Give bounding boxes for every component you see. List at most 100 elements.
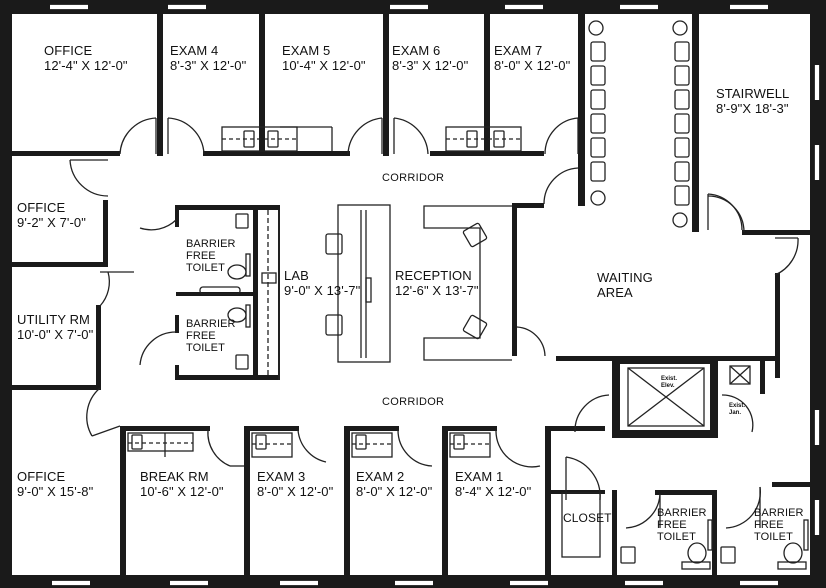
wall: [556, 356, 612, 361]
wall: [430, 151, 544, 156]
wall: [244, 426, 250, 576]
window: [168, 4, 206, 10]
wall: [712, 490, 717, 576]
room-utility: UTILITY RM 10'-0" X 7'-0": [17, 312, 93, 342]
room-dims: 8'-4" X 12'-0": [455, 484, 532, 499]
wall: [442, 426, 497, 431]
wall: [103, 200, 108, 267]
room-name: EXAM 2: [356, 469, 405, 484]
wall: [383, 14, 389, 156]
room-exam-1: EXAM 1 8'-4" X 12'-0": [455, 469, 531, 499]
wall: [175, 365, 179, 380]
wall: [760, 356, 765, 394]
wall: [772, 482, 812, 487]
room-office-w: OFFICE 9'-2" X 7'-0": [17, 200, 86, 230]
room-name: UTILITY RM: [17, 312, 90, 327]
wall: [692, 14, 699, 232]
room-toilet-1: BARRIER FREE TOILET: [186, 238, 236, 274]
wall: [175, 205, 179, 227]
wall: [176, 375, 280, 380]
room-dims: 8'-9"X 18'-3": [716, 101, 789, 116]
wall: [120, 426, 210, 431]
window: [170, 580, 208, 586]
corridor-label-south: CORRIDOR: [382, 396, 445, 408]
wall: [244, 426, 299, 431]
wall: [512, 203, 517, 356]
room-exam-4: EXAM 4 8'-3" X 12'-0": [170, 43, 246, 73]
window: [52, 580, 90, 586]
wall: [512, 203, 544, 208]
room-stairwell: STAIRWELL 8'-9"X 18'-3": [716, 86, 789, 116]
room-office-nw: OFFICE 12'-4" X 12'-0": [44, 43, 128, 73]
wall: [96, 305, 101, 387]
window: [280, 580, 318, 586]
window: [395, 580, 433, 586]
corridor-label-north: CORRIDOR: [382, 172, 445, 184]
room-name: OFFICE: [17, 200, 66, 215]
room-name: OFFICE: [44, 43, 93, 58]
room-dims: 8'-0" X 12'-0": [356, 484, 433, 499]
room-dims: 9'-0" X 13'-7": [284, 283, 361, 298]
room-reception: RECEPTION 12'-6" X 13'-7": [395, 268, 479, 298]
wall: [742, 230, 810, 235]
window: [814, 500, 820, 535]
wall: [655, 490, 715, 495]
wall: [612, 490, 617, 576]
wall: [265, 151, 350, 156]
room-exam-3: EXAM 3 8'-0" X 12'-0": [257, 469, 333, 499]
room-closet: CLOSET: [563, 511, 612, 525]
window: [814, 145, 820, 180]
room-dims: 10'-6" X 12'-0": [140, 484, 224, 499]
wall: [176, 205, 280, 210]
window: [390, 4, 428, 10]
wall: [545, 490, 605, 494]
room-toilet-3: BARRIER FREE TOILET: [657, 507, 707, 543]
window: [50, 4, 88, 10]
room-lab: LAB 9'-0" X 13'-7": [284, 268, 360, 298]
room-exam-5: EXAM 5 10'-4" X 12'-0": [282, 43, 366, 73]
room-dims: 12'-4" X 12'-0": [44, 58, 128, 73]
window: [814, 65, 820, 100]
room-dims: 8'-3" X 12'-0": [170, 58, 247, 73]
room-name: LAB: [284, 268, 309, 283]
room-exam-2: EXAM 2 8'-0" X 12'-0": [356, 469, 432, 499]
window: [740, 580, 778, 586]
room-toilet-4: BARRIER FREE TOILET: [754, 507, 804, 543]
room-name: EXAM 4: [170, 43, 219, 58]
wall: [12, 385, 101, 390]
room-name: STAIRWELL: [716, 86, 790, 101]
window: [730, 4, 768, 10]
wall: [344, 426, 350, 576]
elevator-wall: [612, 356, 620, 436]
lab-counter-line: [278, 210, 280, 380]
room-dims: 10'-0" X 7'-0": [17, 327, 94, 342]
wall: [259, 14, 265, 156]
wall: [175, 315, 179, 333]
room-exam-6: EXAM 6 8'-3" X 12'-0": [392, 43, 468, 73]
room-name: EXAM 3: [257, 469, 306, 484]
wall: [344, 426, 399, 431]
window: [625, 580, 663, 586]
wall: [484, 14, 490, 156]
room-name: EXAM 5: [282, 43, 331, 58]
wall: [775, 273, 780, 378]
wall: [578, 14, 585, 206]
room-dims: 9'-0" X 15'-8": [17, 484, 94, 499]
window: [814, 410, 820, 445]
elevator-label: Exist. Elev.: [661, 376, 678, 389]
room-dims: 8'-0" X 12'-0": [494, 58, 571, 73]
room-dims: 10'-4" X 12'-0": [282, 58, 366, 73]
wall: [203, 151, 263, 156]
wall: [157, 14, 163, 156]
room-dims: 8'-0" X 12'-0": [257, 484, 334, 499]
room-dims: 12'-6" X 13'-7": [395, 283, 479, 298]
room-dims: 8'-3" X 12'-0": [392, 58, 469, 73]
room-break: BREAK RM 10'-6" X 12'-0": [140, 469, 224, 499]
elevator-wall: [612, 430, 717, 438]
room-toilet-2: BARRIER FREE TOILET: [186, 318, 236, 354]
wall: [12, 262, 108, 267]
room-exam-7: EXAM 7 8'-0" X 12'-0": [494, 43, 570, 73]
elevator-wall: [612, 356, 710, 364]
